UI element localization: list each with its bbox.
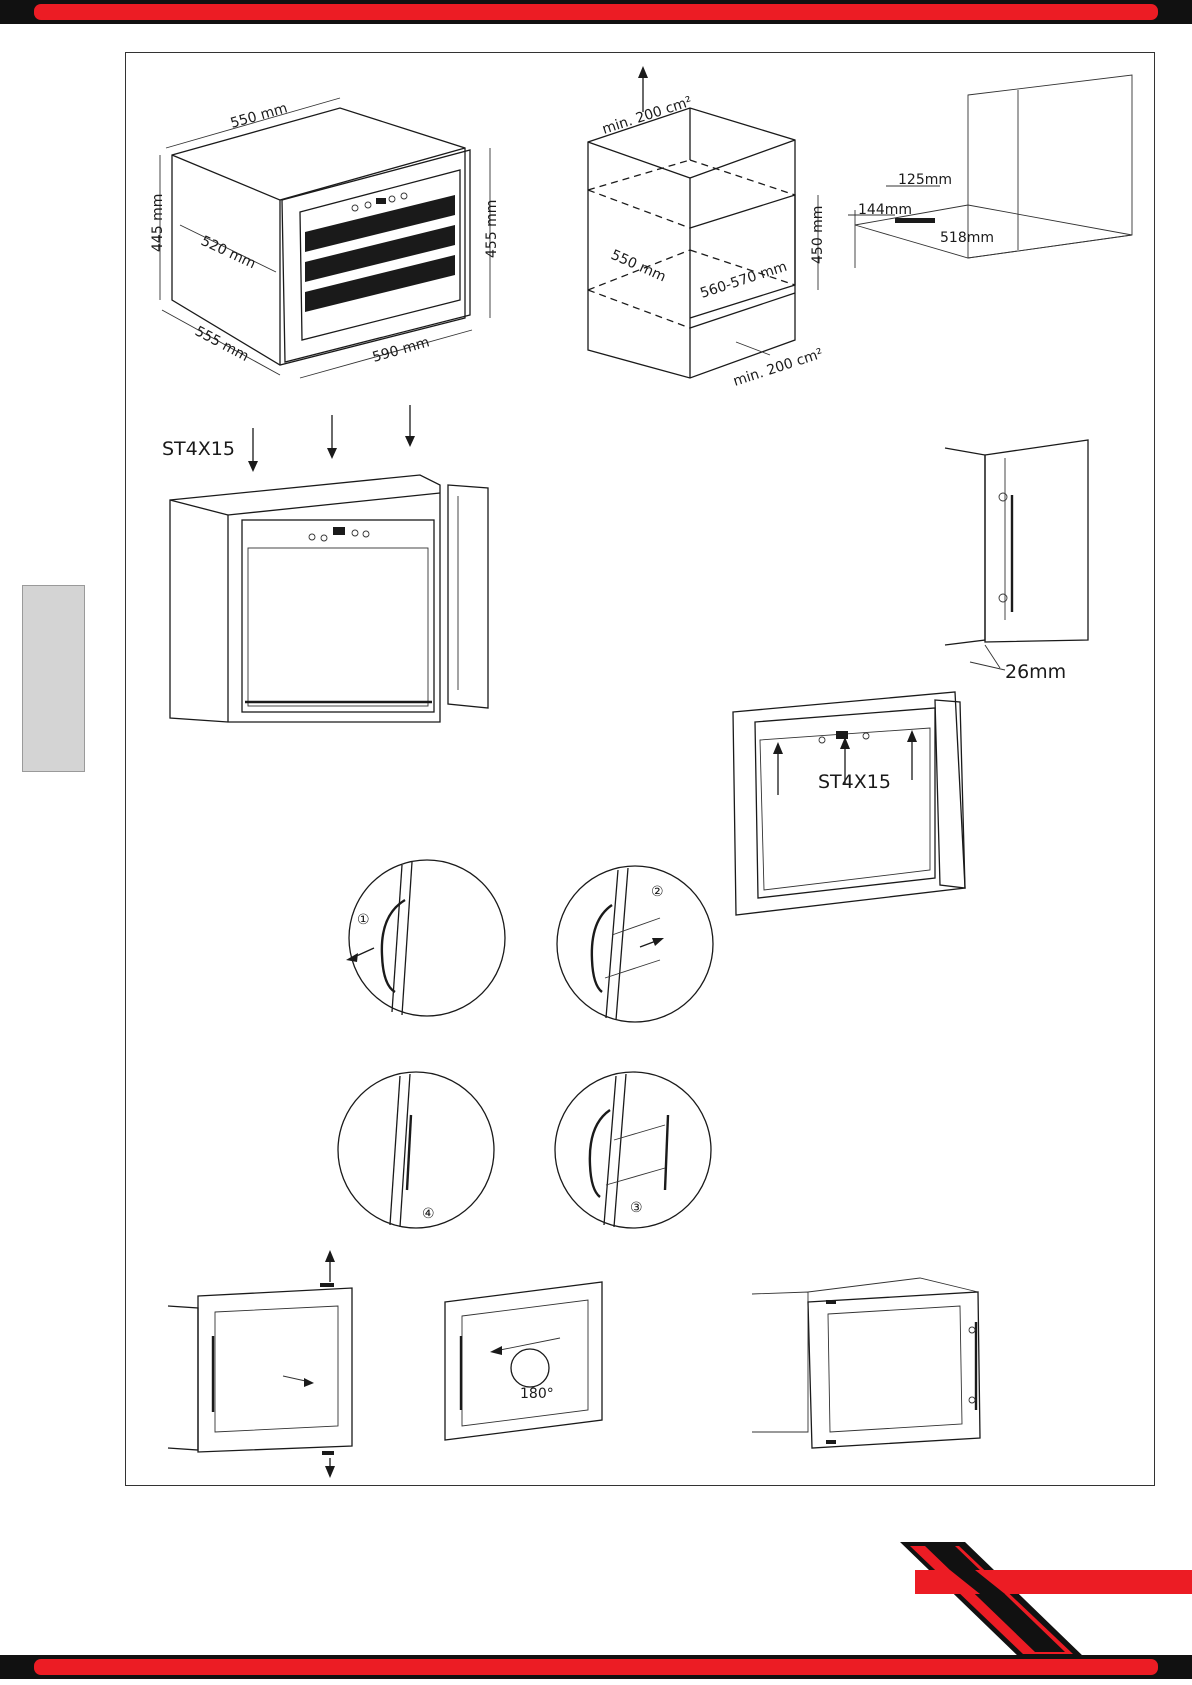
door-remove-drawing [168, 1250, 352, 1478]
bracket-width: 125mm [898, 172, 952, 188]
niche-width: 560-570 mm [698, 259, 789, 302]
handle-step-1 [346, 860, 505, 1016]
bracket-depth: 518mm [940, 230, 994, 246]
screw-label-top: ST4X15 [162, 438, 235, 460]
dim-depth-inner: 520 mm [198, 233, 258, 272]
niche-vent-top: min. 200 cm² [600, 94, 694, 138]
screw-label-front: ST4X15 [818, 771, 891, 793]
handle-step-3-label: ③ [630, 1200, 643, 1216]
handle-step-4 [338, 1072, 494, 1228]
bottom-red-bar [0, 1655, 1192, 1679]
niche-vent-bottom: min. 200 cm² [731, 346, 825, 390]
niche-drawing [588, 66, 818, 378]
dim-height-front: 455 mm [484, 200, 500, 258]
niche-height: 450 mm [810, 206, 826, 264]
dim-width-top: 550 mm [229, 100, 290, 131]
handle-step-2 [557, 866, 713, 1022]
door-gap-drawing [945, 440, 1088, 670]
door-reinstall-drawing [752, 1278, 980, 1448]
door-gap-label: 26mm [1005, 661, 1066, 683]
handle-step-4-label: ④ [422, 1206, 435, 1222]
bracket-offset: 144mm [858, 202, 912, 218]
door-rotate-drawing [445, 1282, 602, 1440]
screw-front-drawing [733, 692, 965, 915]
brand-logo [895, 1540, 1192, 1660]
dim-height-left: 445 mm [150, 194, 166, 252]
handle-step-1-label: ① [357, 912, 370, 928]
handle-step-2-label: ② [651, 884, 664, 900]
rotate-label: 180° [520, 1386, 554, 1402]
niche-depth: 550 mm [608, 247, 668, 285]
